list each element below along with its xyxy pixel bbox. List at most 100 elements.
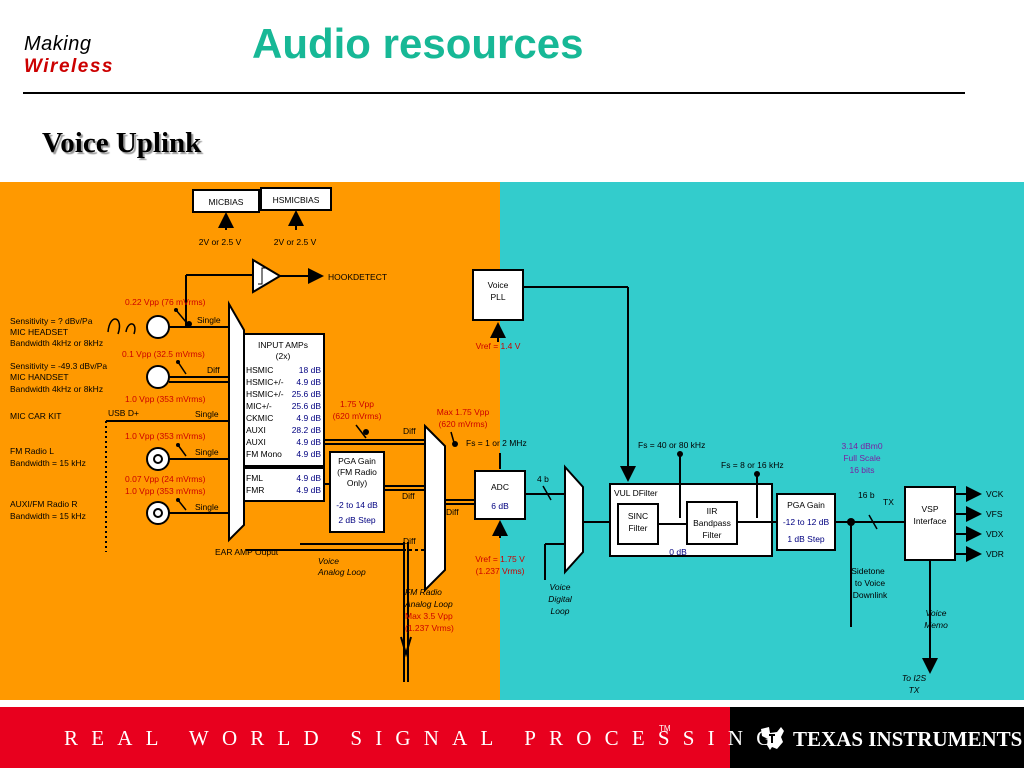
voice-loop-diff: Diff <box>403 536 416 546</box>
ear-amp-label: EAR AMP Ouput <box>215 547 279 557</box>
hookdetect-label: HOOKDETECT <box>328 272 387 282</box>
vsp-out-vck: VCK <box>986 489 1004 499</box>
input-amp-gain: 4.9 dB <box>296 413 321 423</box>
input-amp-name: MIC+/- <box>246 401 272 411</box>
michandset-name: MIC HANDSET <box>10 372 69 382</box>
input-amps-title: INPUT AMPs <box>258 340 308 350</box>
input-amp-name: FM Mono <box>246 449 282 459</box>
input-amps-box <box>243 333 325 467</box>
to-i2s-1: To I2S <box>902 673 927 683</box>
sidetone-2: to Voice <box>855 578 886 588</box>
page-title: Audio resources <box>252 20 584 67</box>
micheadset-name: MIC HEADSET <box>10 327 68 337</box>
voice-pll-box <box>472 269 524 321</box>
hsmicbias-voltage: 2V or 2.5 V <box>274 237 317 247</box>
texas-instruments-logo-icon <box>761 727 784 750</box>
vul-gain: 0 dB <box>669 547 687 557</box>
input-amp-name: HSMIC <box>246 365 273 375</box>
pga-fm-step: 2 dB Step <box>338 515 376 525</box>
digital-panel <box>500 182 1024 700</box>
vsp-title-1: VSP <box>921 504 938 514</box>
input-amp-name: HSMIC+/- <box>246 377 284 387</box>
max-level-1: Max 1.75 Vpp <box>437 407 490 417</box>
footer-tagline: REAL WORLD SIGNAL PROCESSING <box>64 726 785 750</box>
digital-loop-mux <box>564 464 584 575</box>
mic-headset-icon <box>146 315 170 339</box>
adc-gain: 6 dB <box>491 501 509 511</box>
michandset-diff: Diff <box>207 365 220 375</box>
sinc-1: SINC <box>628 511 648 521</box>
voice-digital-loop-2: Digital <box>548 594 573 604</box>
fmradio-single: Single <box>195 447 219 457</box>
input-mux <box>228 300 245 543</box>
to-i2s-2: TX <box>909 685 920 695</box>
auxi-level-2: 1.0 Vpp (353 mVrms) <box>125 486 206 496</box>
fm-analog-loop-2: Analog Loop <box>404 599 453 609</box>
bits-16b: 16 b <box>858 490 875 500</box>
carkit-single: Single <box>195 409 219 419</box>
input-amp-gain: 25.6 dB <box>292 401 322 411</box>
company-name: TEXAS INSTRUMENTS <box>793 727 1023 751</box>
input-amp-name: AUXI <box>246 437 266 447</box>
fm-analog-loop-4: (1.237 Vrms) <box>405 623 454 633</box>
voice-digital-loop-3: Loop <box>551 606 570 616</box>
amp-out-level-1: 1.75 Vpp <box>340 399 374 409</box>
auxi-name: AUXI/FM Radio R <box>10 499 78 509</box>
fm-amp-name: FMR <box>246 485 264 495</box>
sidetone-3: Downlink <box>853 590 888 600</box>
sinc-2: Filter <box>629 523 648 533</box>
voice-pll-1: Voice <box>488 280 509 290</box>
pga-fm-box <box>329 451 385 533</box>
voice-memo-1: Voice <box>926 608 947 618</box>
vsp-out-vfs: VFS <box>986 509 1003 519</box>
micbias-voltage: 2V or 2.5 V <box>199 237 242 247</box>
input-amp-gain: 25.6 dB <box>292 389 322 399</box>
adc-input-mux <box>424 423 446 593</box>
logo-wireless-text: Wireless <box>24 56 114 77</box>
micheadset-bandwidth: Bandwidth 4kHz or 8kHz <box>10 338 103 348</box>
vsp-out-vdr: VDR <box>986 549 1004 559</box>
pga-gain-range: -12 to 12 dB <box>783 517 830 527</box>
micbias-label: MICBIAS <box>209 197 244 207</box>
pga-fm-title-3: Only) <box>347 478 367 488</box>
micheadset-single: Single <box>197 315 221 325</box>
pga-fm-diff: Diff <box>402 491 415 501</box>
voice-memo-2: Memo <box>924 620 948 630</box>
vul-fs-1: Fs = 40 or 80 kHz <box>638 440 705 450</box>
sidetone-1: Sidetone <box>851 566 885 576</box>
input-amp-name: CKMIC <box>246 413 273 423</box>
adc-fs: Fs = 1 or 2 MHz <box>466 438 527 448</box>
footer-trademark: TM <box>659 724 671 733</box>
voice-digital-loop-1: Voice <box>550 582 571 592</box>
vul-dfilter-title: VUL DFilter <box>614 488 658 498</box>
tx-label: TX <box>883 497 894 507</box>
input-amp-name: AUXI <box>246 425 266 435</box>
footer-red-band <box>0 707 730 768</box>
level-full-3: 16 bits <box>849 465 874 475</box>
level-full-1: 3.14 dBm0 <box>841 441 882 451</box>
fm-analog-loop-3: Max 3.5 Vpp <box>405 611 453 621</box>
iir-1: IIR <box>707 506 718 516</box>
micheadset-sensitivity: Sensitivity = ? dBv/Pa <box>10 316 93 326</box>
logo-making-text: Making <box>24 33 92 55</box>
auxi-single: Single <box>195 502 219 512</box>
voice-uplink-diagram: MICBIAS HSMICBIAS 2V or 2.5 V 2V or 2.5 … <box>0 182 1024 700</box>
auxi-bandwidth: Bandwidth = 15 kHz <box>10 511 86 521</box>
input-amps-subtitle: (2x) <box>276 351 291 361</box>
pga-fm-title-1: PGA Gain <box>338 456 376 466</box>
fm-amps-box <box>243 467 325 502</box>
header-divider <box>23 92 965 94</box>
max-level-2: (620 mVrms) <box>439 419 488 429</box>
adc-box <box>474 470 526 520</box>
michandset-bandwidth: Bandwidth 4kHz or 8kHz <box>10 384 103 394</box>
adc-vref-1: Vref = 1.75 V <box>475 554 525 564</box>
level-full-2: Full Scale <box>843 453 881 463</box>
pga-gain-box <box>776 493 836 551</box>
voice-analog-loop-2: Analog Loop <box>317 567 366 577</box>
bits-4b: 4 b <box>537 474 549 484</box>
input-amp-gain: 4.9 dB <box>296 377 321 387</box>
carkit-level: 1.0 Vpp (353 mVrms) <box>125 394 206 404</box>
fm-amp-gain: 4.9 dB <box>296 485 321 495</box>
adc-title: ADC <box>491 482 509 492</box>
usb-label: USB D+ <box>108 408 139 418</box>
